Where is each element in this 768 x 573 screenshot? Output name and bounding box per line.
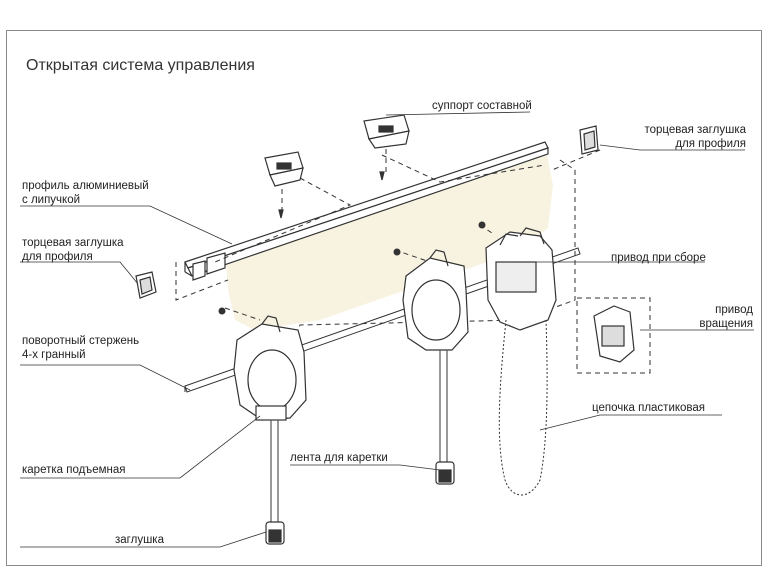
label-drive-line2: вращения — [699, 318, 753, 330]
end-cap-right — [579, 125, 599, 155]
support-right — [363, 114, 410, 181]
label-rod-line2: 4-х гранный — [22, 349, 86, 361]
screws — [218, 221, 486, 315]
label-end-cap-right-line1: торцевая заглушка — [644, 124, 746, 136]
label-tape: лента для каретки — [290, 452, 388, 464]
plug-middle — [435, 461, 455, 485]
rotation-drive — [593, 305, 635, 363]
carriage-left — [233, 315, 307, 525]
carriage-middle — [402, 249, 469, 465]
label-end-cap-left-line2: для профиля — [22, 251, 93, 263]
label-carriage: каретка подъемная — [22, 464, 126, 476]
plug-bottom — [265, 521, 285, 545]
label-drive-line1: привод — [715, 304, 753, 316]
label-end-cap-right-line2: для профиля — [675, 138, 746, 150]
dashed-guides — [175, 140, 651, 374]
diagram-title: Открытая система управления — [26, 57, 255, 74]
label-support: суппорт составной — [432, 100, 532, 112]
drive-assembly — [485, 227, 557, 331]
support-left — [264, 151, 304, 219]
label-chain: цепочка пластиковая — [592, 402, 706, 414]
label-plug: заглушка — [115, 534, 164, 546]
plastic-chain — [498, 319, 548, 496]
label-profile-line1: профиль алюминиевый — [22, 180, 149, 192]
label-rod-line1: поворотный стержень — [22, 335, 140, 347]
fabric-panel — [225, 145, 553, 330]
label-drive-assembly: привод при сборе — [611, 252, 706, 264]
label-profile-line2: с липучкой — [22, 194, 81, 206]
label-end-cap-left-line1: торцевая заглушка — [22, 237, 124, 249]
leader-lines — [20, 111, 754, 548]
end-cap-left — [135, 271, 157, 299]
